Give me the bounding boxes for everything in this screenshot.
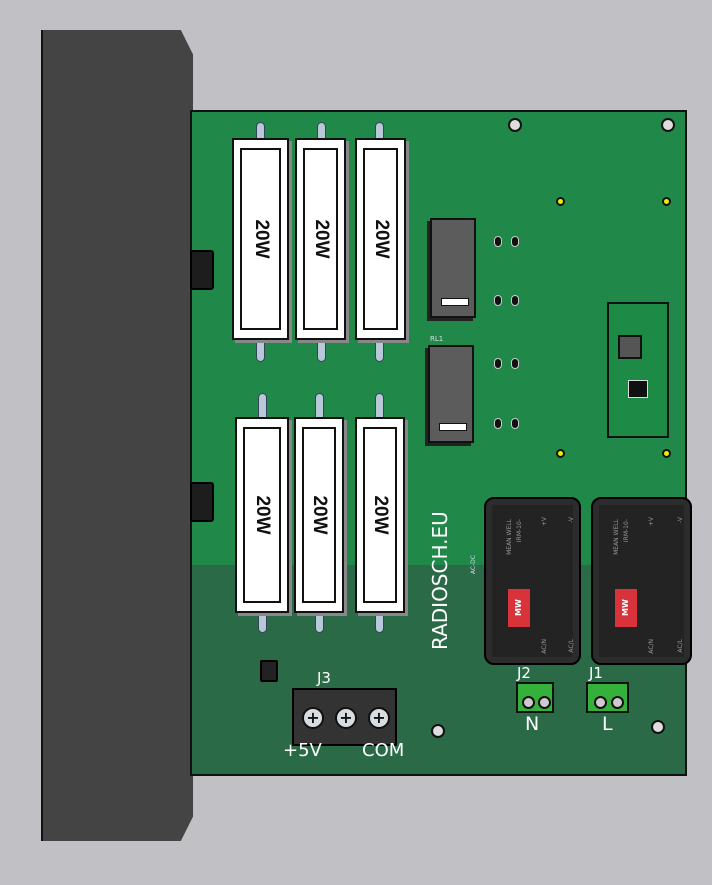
j2-label: J2	[517, 664, 531, 682]
psu-pin-label: -V	[677, 517, 684, 523]
pad	[511, 295, 519, 306]
l-label: L	[602, 713, 613, 735]
psu-module: MW MEAN WELL IRM-10- +V -V AC/N AC/L	[484, 497, 581, 665]
psu-pin-label: AC/N	[541, 639, 548, 654]
relay	[428, 345, 474, 443]
microcontroller-chip	[618, 335, 642, 359]
j1-label: J1	[589, 664, 603, 682]
terminal-j1[interactable]	[586, 682, 629, 713]
resistor-rating: 20W	[370, 495, 391, 535]
resistor-rating: 20W	[252, 495, 273, 535]
power-resistor: 20W	[355, 138, 406, 340]
via	[662, 197, 671, 206]
psu-model: IRM-10-	[623, 519, 630, 543]
pad	[494, 358, 502, 369]
psu-brand: MEAN WELL	[613, 519, 620, 555]
power-resistor: 20W	[235, 417, 289, 613]
resistor-rating: 20W	[370, 219, 392, 259]
optocoupler	[260, 660, 278, 682]
meanwell-logo: MW	[508, 589, 530, 627]
terminal-j2[interactable]	[516, 682, 554, 713]
potentiometer	[628, 380, 648, 398]
pad	[511, 418, 519, 429]
power-resistor: 20W	[294, 417, 344, 613]
heatsink	[41, 30, 193, 841]
mounting-hole	[651, 720, 665, 734]
n-label: N	[525, 713, 540, 735]
pad	[494, 236, 502, 247]
psu-pin-label: +V	[648, 517, 655, 527]
psu-brand: MEAN WELL	[506, 519, 513, 555]
via	[662, 449, 671, 458]
relay	[430, 218, 476, 318]
psu-pin-label: AC/N	[648, 639, 655, 654]
power-resistor: 20W	[232, 138, 289, 340]
psu-pin-label: AC/L	[677, 639, 684, 653]
power-resistor: 20W	[355, 417, 405, 613]
j3-label: J3	[317, 669, 331, 687]
psu-module: MW MEAN WELL IRM-10- +V -V AC/N AC/L	[591, 497, 692, 665]
via	[556, 449, 565, 458]
terminal-j3[interactable]: +++	[292, 688, 397, 746]
psu-pin-label: AC/L	[568, 639, 575, 653]
pad	[494, 295, 502, 306]
site-silkscreen: RADIOSCH.EU	[428, 511, 452, 650]
mounting-hole	[661, 118, 675, 132]
pad	[511, 358, 519, 369]
plus5v-label: +5V	[283, 740, 322, 761]
mounting-hole	[431, 724, 445, 738]
psu-pin-label: +V	[541, 517, 548, 527]
resistor-rating: 20W	[310, 219, 332, 259]
mounting-hole	[508, 118, 522, 132]
transistor-tab	[190, 250, 214, 290]
resistor-rating: 20W	[309, 495, 330, 535]
pad	[494, 418, 502, 429]
relay-label: RL1	[430, 335, 444, 343]
power-resistor: 20W	[295, 138, 346, 340]
resistor-rating: 20W	[250, 219, 272, 259]
via	[556, 197, 565, 206]
pad	[511, 236, 519, 247]
psu-note: AC-DC	[470, 555, 477, 575]
transistor-tab	[190, 482, 214, 522]
psu-pin-label: -V	[568, 517, 575, 523]
com-label: COM	[362, 740, 405, 761]
psu-model: IRM-10-	[516, 519, 523, 543]
meanwell-logo: MW	[615, 589, 637, 627]
arduino-nano-module	[607, 302, 669, 438]
